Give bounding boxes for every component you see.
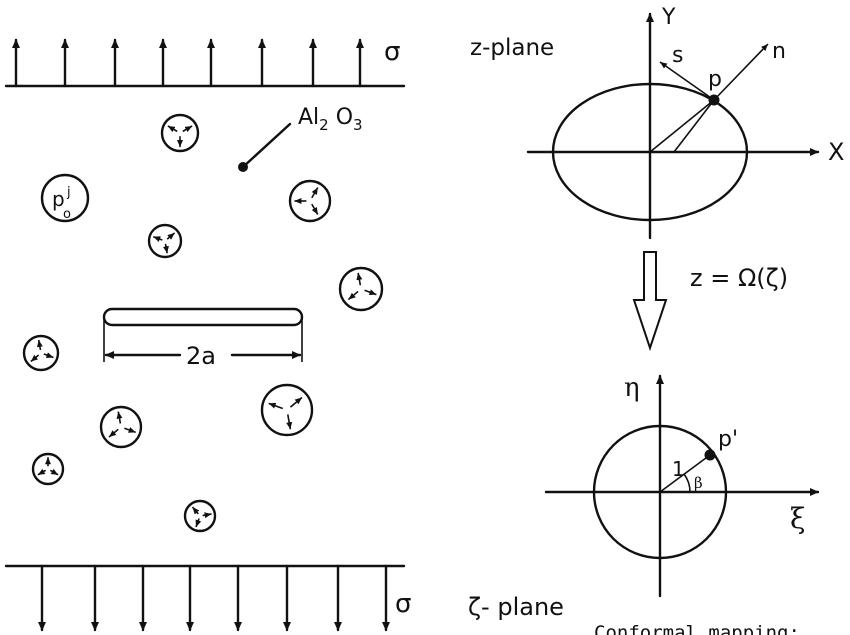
focal-line (673, 99, 715, 153)
pressure-label: p (52, 187, 65, 211)
pressure-arrow (152, 235, 163, 242)
crack: 2a (102, 307, 304, 370)
pressure-arrow (311, 203, 319, 215)
pressure-arrow (202, 512, 212, 519)
particle-circle (22, 334, 60, 372)
pressure-arrow (162, 243, 169, 254)
pressure-arrow (356, 272, 363, 286)
normal-label: n (772, 39, 786, 64)
particle (147, 223, 183, 259)
angle-arc (683, 473, 691, 493)
tangent-vector (659, 61, 715, 101)
bottom-load-arrows (4, 564, 406, 632)
point-p-prime-label: p' (718, 427, 738, 452)
pressure-arrow (289, 396, 303, 408)
pressure-arrow (124, 427, 136, 434)
normal-vector (713, 43, 769, 101)
particle-circle (338, 266, 384, 312)
pressure-arrow (268, 402, 284, 410)
pressure-arrow (364, 289, 377, 296)
pressure-arrow (37, 468, 47, 476)
mapping-equation: z = Ω(ζ) (690, 264, 788, 292)
radius-line (649, 99, 715, 153)
pressure-arrow (347, 290, 359, 301)
particle (338, 266, 384, 312)
pressure-arrow (311, 187, 319, 199)
xi-axis-label: ξ (790, 502, 805, 535)
tangent-label: s (672, 43, 683, 68)
crack-body (102, 307, 304, 327)
particle (31, 452, 65, 486)
particle-circle (147, 223, 183, 259)
pressure-arrow (167, 125, 178, 133)
zeta-plane-title: ζ- plane (468, 593, 564, 621)
radius-label: 1 (672, 457, 685, 481)
pressure-arrow (191, 506, 200, 515)
alumina-particles (22, 113, 384, 533)
pressure-particle: p j o (40, 173, 90, 223)
particle-circle (40, 173, 90, 223)
particle (22, 334, 60, 372)
particle (183, 499, 217, 533)
particle (260, 383, 314, 437)
pressure-arrow (30, 354, 40, 363)
pressure-arrow (49, 468, 59, 476)
particle-circle (160, 113, 200, 153)
pressure-arrow (36, 339, 43, 351)
mapping-arrow-shape (632, 251, 668, 352)
point-p-prime (704, 449, 716, 461)
eta-axis-label: η (624, 373, 640, 403)
angle-label: β (694, 474, 703, 492)
pressure-superscript: j (66, 185, 71, 200)
pressure-arrow (286, 414, 293, 430)
particle-circle (288, 179, 332, 223)
zeta-plane: ξ η p' 1 β ζ- plane (468, 373, 820, 621)
y-axis-label: Y (661, 5, 676, 30)
particle (160, 113, 200, 153)
radius-to-p-prime (659, 454, 711, 493)
stress-label-bottom: σ (395, 589, 411, 619)
pressure-arrow (43, 352, 54, 359)
particle-circle (260, 383, 314, 437)
particle (288, 179, 332, 223)
crack-length-label: 2a (186, 342, 216, 370)
pressure-arrow (166, 232, 176, 240)
z-plane-title: z-plane (470, 35, 554, 61)
particle-circle (99, 405, 143, 449)
pressure-arrow (116, 411, 123, 424)
top-load-arrows (4, 38, 406, 88)
x-axis-label: X (828, 138, 844, 166)
particle (99, 405, 143, 449)
mapping-arrow: z = Ω(ζ) (632, 251, 788, 352)
z-plane: z-plane X Y p s n (470, 5, 844, 240)
al2o3-callout: Al2 O3 (238, 105, 363, 172)
caption-fragment: Conformal mapping; (594, 622, 800, 635)
particle-circle (31, 452, 65, 486)
stress-label-top: σ (384, 37, 400, 67)
leader-line (241, 122, 292, 169)
particle-circle (183, 499, 217, 533)
pressure-arrow (108, 428, 119, 438)
pressure-subscript: o (63, 207, 71, 222)
pressure-arrow (182, 125, 193, 133)
pressure-arrow (195, 518, 202, 528)
point-p-label: p (708, 67, 722, 92)
al2o3-label: Al2 O3 (298, 105, 363, 134)
